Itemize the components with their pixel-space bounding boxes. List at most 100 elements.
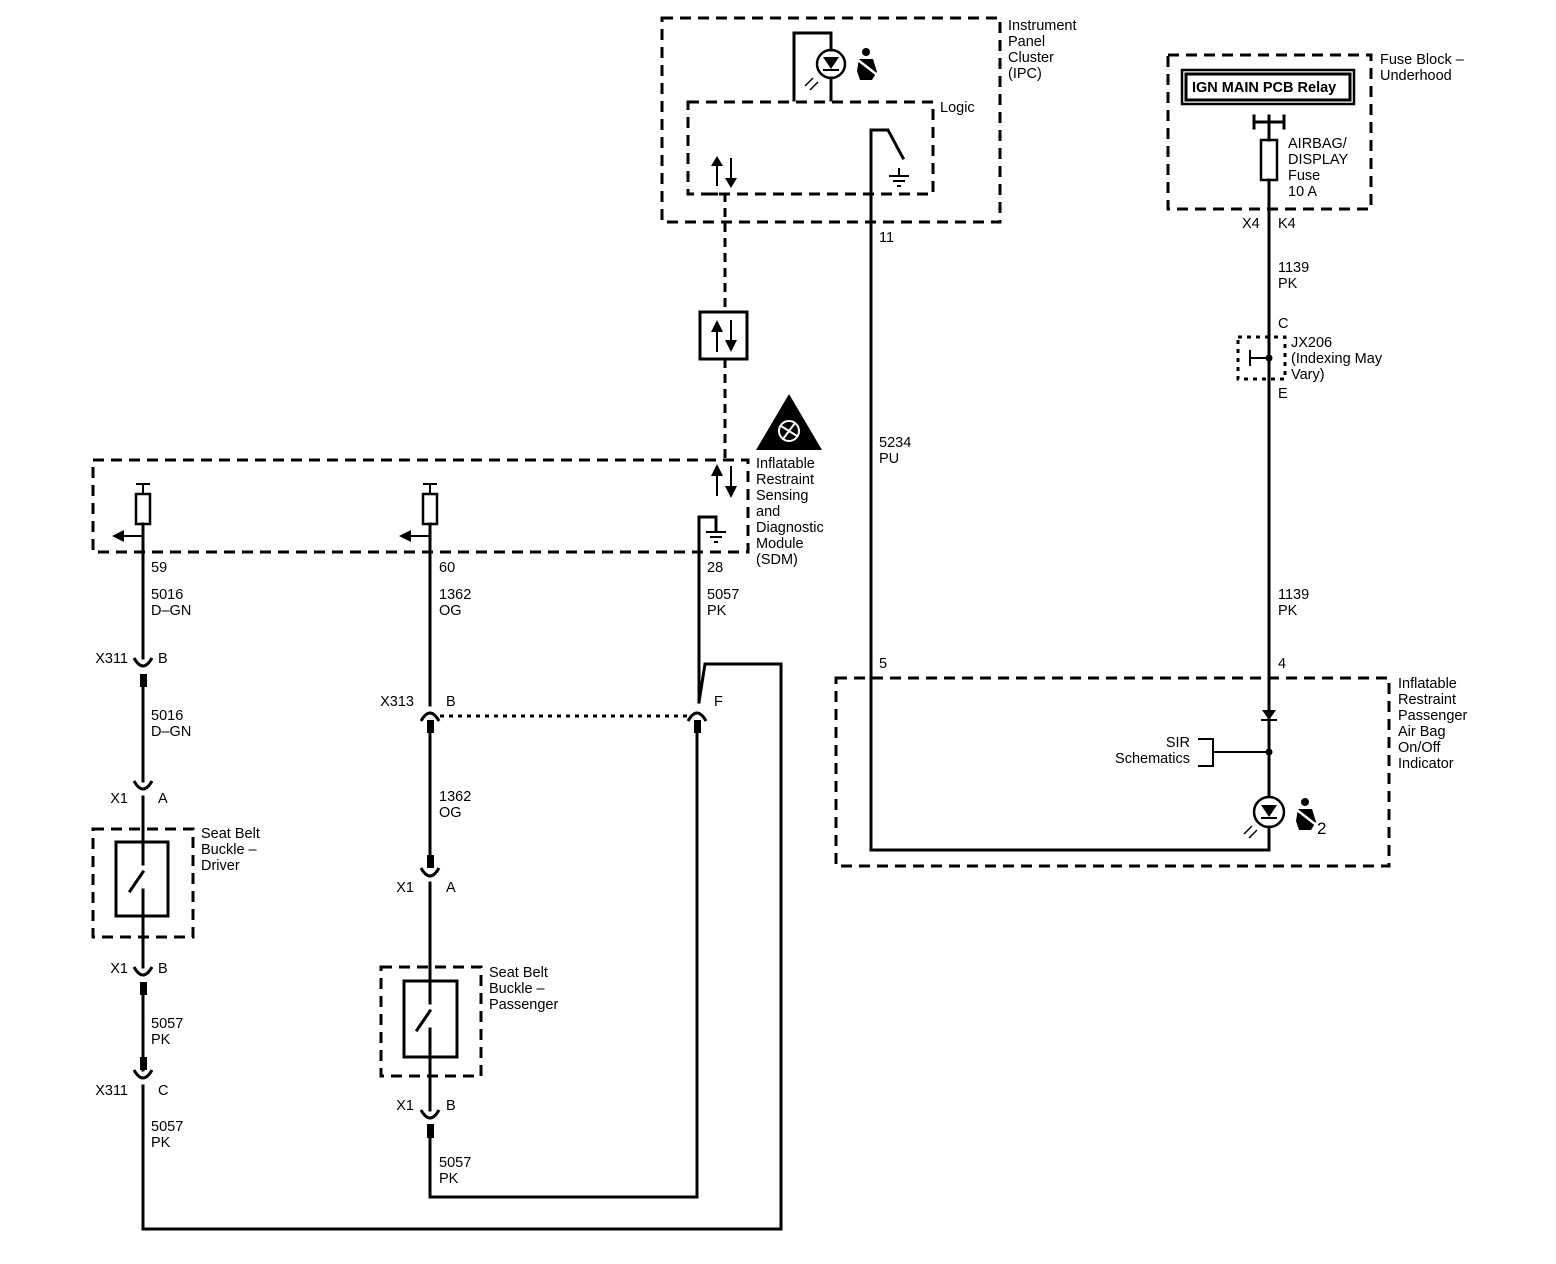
driver-buckle-label-line-1: Seat Belt [201, 826, 260, 842]
driver-buckle-switch-icon [127, 840, 146, 918]
ipc-data-link-icon [711, 156, 737, 188]
driver-buckle-label-line-2: Buckle – [201, 842, 258, 858]
wire-5057-sdm-color: PK [707, 603, 727, 619]
passenger-buckle-label-line-1: Seat Belt [489, 965, 548, 981]
sir-schematics-line-2: Schematics [1115, 751, 1190, 767]
indicator-seatbelt-symbol-icon [1296, 798, 1316, 830]
wire-5057-driver-b-circuit: 5057 [151, 1119, 183, 1135]
x1-pass-b-connector-icon [419, 1109, 441, 1138]
wire-5016-a-circuit: 5016 [151, 587, 183, 603]
wire-5057-pass-color: PK [439, 1171, 459, 1187]
x1-pass-a-pin: A [446, 880, 456, 896]
data-link-box [698, 310, 749, 361]
indicator-diode-icon [1261, 710, 1277, 721]
x313-b-connector-icon [419, 711, 441, 733]
ipc-module: Instrument Panel Cluster (IPC) Logic [660, 16, 1077, 246]
indicator-title-line-1: Inflatable [1398, 676, 1457, 692]
x311-b-connector-icon [132, 657, 154, 687]
indicator-pin-5: 5 [879, 656, 887, 672]
x313-pin-b: B [446, 694, 456, 710]
x313-f-connector-icon [686, 662, 783, 1231]
wire-5234: 5234 PU [869, 228, 911, 852]
indicator-title-line-4: Air Bag [1398, 724, 1446, 740]
sdm-title-line-7: (SDM) [756, 552, 798, 568]
wire-1362-b-circuit: 1362 [439, 789, 471, 805]
x311-top-name: X311 [95, 651, 128, 667]
sdm-driver-sense-resistor-icon [112, 483, 152, 554]
sdm-title-line-5: Diagnostic [756, 520, 824, 536]
ipc-logic-label: Logic [940, 100, 975, 116]
sir-schematics-line-1: SIR [1166, 735, 1190, 751]
sdm-pin-60: 60 [439, 560, 455, 576]
sdm-ground-icon [697, 515, 726, 554]
fuse-label-line-3: Fuse [1288, 168, 1320, 184]
ipc-title-line-1: Instrument [1008, 18, 1077, 34]
x1-pass-b-pin: B [446, 1098, 456, 1114]
wire-5016-b-circuit: 5016 [151, 708, 183, 724]
jx206-splice-boundary [1236, 335, 1287, 381]
wire-1362-a-color: OG [439, 603, 462, 619]
wire-1139-top-color: PK [1278, 276, 1298, 292]
x1-pass-b-name: X1 [396, 1098, 414, 1114]
sdm-pin-28: 28 [707, 560, 723, 576]
x311-bottom-pin: C [158, 1083, 168, 1099]
wire-1362-b-color: OG [439, 805, 462, 821]
x311-bottom-name: X311 [95, 1083, 128, 1099]
x1-driver-b-name: X1 [110, 961, 128, 977]
x1-driver-b-connector-icon [132, 966, 154, 995]
relay-label: IGN MAIN PCB Relay [1192, 80, 1336, 96]
esd-warning-icon [756, 394, 822, 450]
indicator-lamp-number: 2 [1317, 819, 1326, 838]
wire-5057-pass-circuit: 5057 [439, 1155, 471, 1171]
relay-box [1180, 68, 1356, 106]
x1-driver-a-name: X1 [110, 791, 128, 807]
wire-5057-sdm-circuit: 5057 [707, 587, 739, 603]
data-link-arrows-icon [711, 320, 737, 352]
wire-1139-bottom-circuit: 1139 [1278, 587, 1309, 603]
wire-1139-bottom-color: PK [1278, 603, 1298, 619]
sdm-boundary [91, 458, 750, 554]
sdm-title-line-6: Module [756, 536, 804, 552]
jx206-label-line-2: (Indexing May [1291, 351, 1383, 367]
ipc-title-line-4: (IPC) [1008, 66, 1042, 82]
wire-5016-a-color: D–GN [151, 603, 191, 619]
ipc-seatbelt-lamp-icon [792, 31, 847, 102]
indicator-boundary [834, 676, 1391, 868]
ipc-logic-boundary [686, 100, 935, 196]
driver-buckle-circuit: 5016 D–GN X311 B 5016 D–GN X1 A Seat Bel… [91, 550, 260, 1231]
wire-5057-driver-b-color: PK [151, 1135, 171, 1151]
fuse-label-line-1: AIRBAG/ [1288, 136, 1348, 152]
x1-pass-a-name: X1 [396, 880, 414, 896]
wire-5057-driver-a-color: PK [151, 1032, 171, 1048]
indicator-pin-4: 4 [1278, 656, 1286, 672]
indicator-title-line-5: On/Off [1398, 740, 1441, 756]
wire-1362-a-circuit: 1362 [439, 587, 471, 603]
sdm-data-link-icon [711, 464, 737, 498]
passenger-buckle-label-line-2: Buckle – [489, 981, 546, 997]
fuse-connector-x4: X4 [1242, 216, 1260, 232]
x313-pin-f: F [714, 694, 723, 710]
jx206-label-line-3: Vary) [1291, 367, 1325, 383]
fuse-connector-k4: K4 [1278, 216, 1296, 232]
jx206-label-line-1: JX206 [1291, 335, 1332, 351]
indicator-title-line-6: Indicator [1398, 756, 1454, 772]
sdm-passenger-sense-resistor-icon [399, 483, 439, 554]
passenger-airbag-indicator: 5 4 Inflatable Restraint Passenger Air B… [834, 656, 1467, 868]
jx206-pin-e: E [1278, 386, 1288, 402]
ipc-seatbelt-symbol-icon [857, 48, 877, 80]
jx206-pin-c: C [1278, 316, 1288, 332]
ipc-title-line-2: Panel [1008, 34, 1045, 50]
fuse-block-title-line-2: Underhood [1380, 68, 1452, 84]
sdm-title-line-2: Restraint [756, 472, 814, 488]
fuse-busbar-icon [1252, 114, 1286, 142]
serial-data-link [698, 192, 749, 460]
wire-1139: 1139 PK C JX206 (Indexing May Vary) E 11… [1236, 207, 1383, 680]
sdm-title-line-4: and [756, 504, 780, 520]
fuse-block-title-line-1: Fuse Block – [1380, 52, 1465, 68]
passenger-buckle-label-line-3: Passenger [489, 997, 558, 1013]
x313-name: X313 [380, 694, 414, 710]
passenger-buckle-switch-icon [414, 979, 433, 1059]
sdm-title-line-1: Inflatable [756, 456, 815, 472]
fuse-label-line-4: 10 A [1288, 184, 1317, 200]
fuse-label-line-2: DISPLAY [1288, 152, 1349, 168]
